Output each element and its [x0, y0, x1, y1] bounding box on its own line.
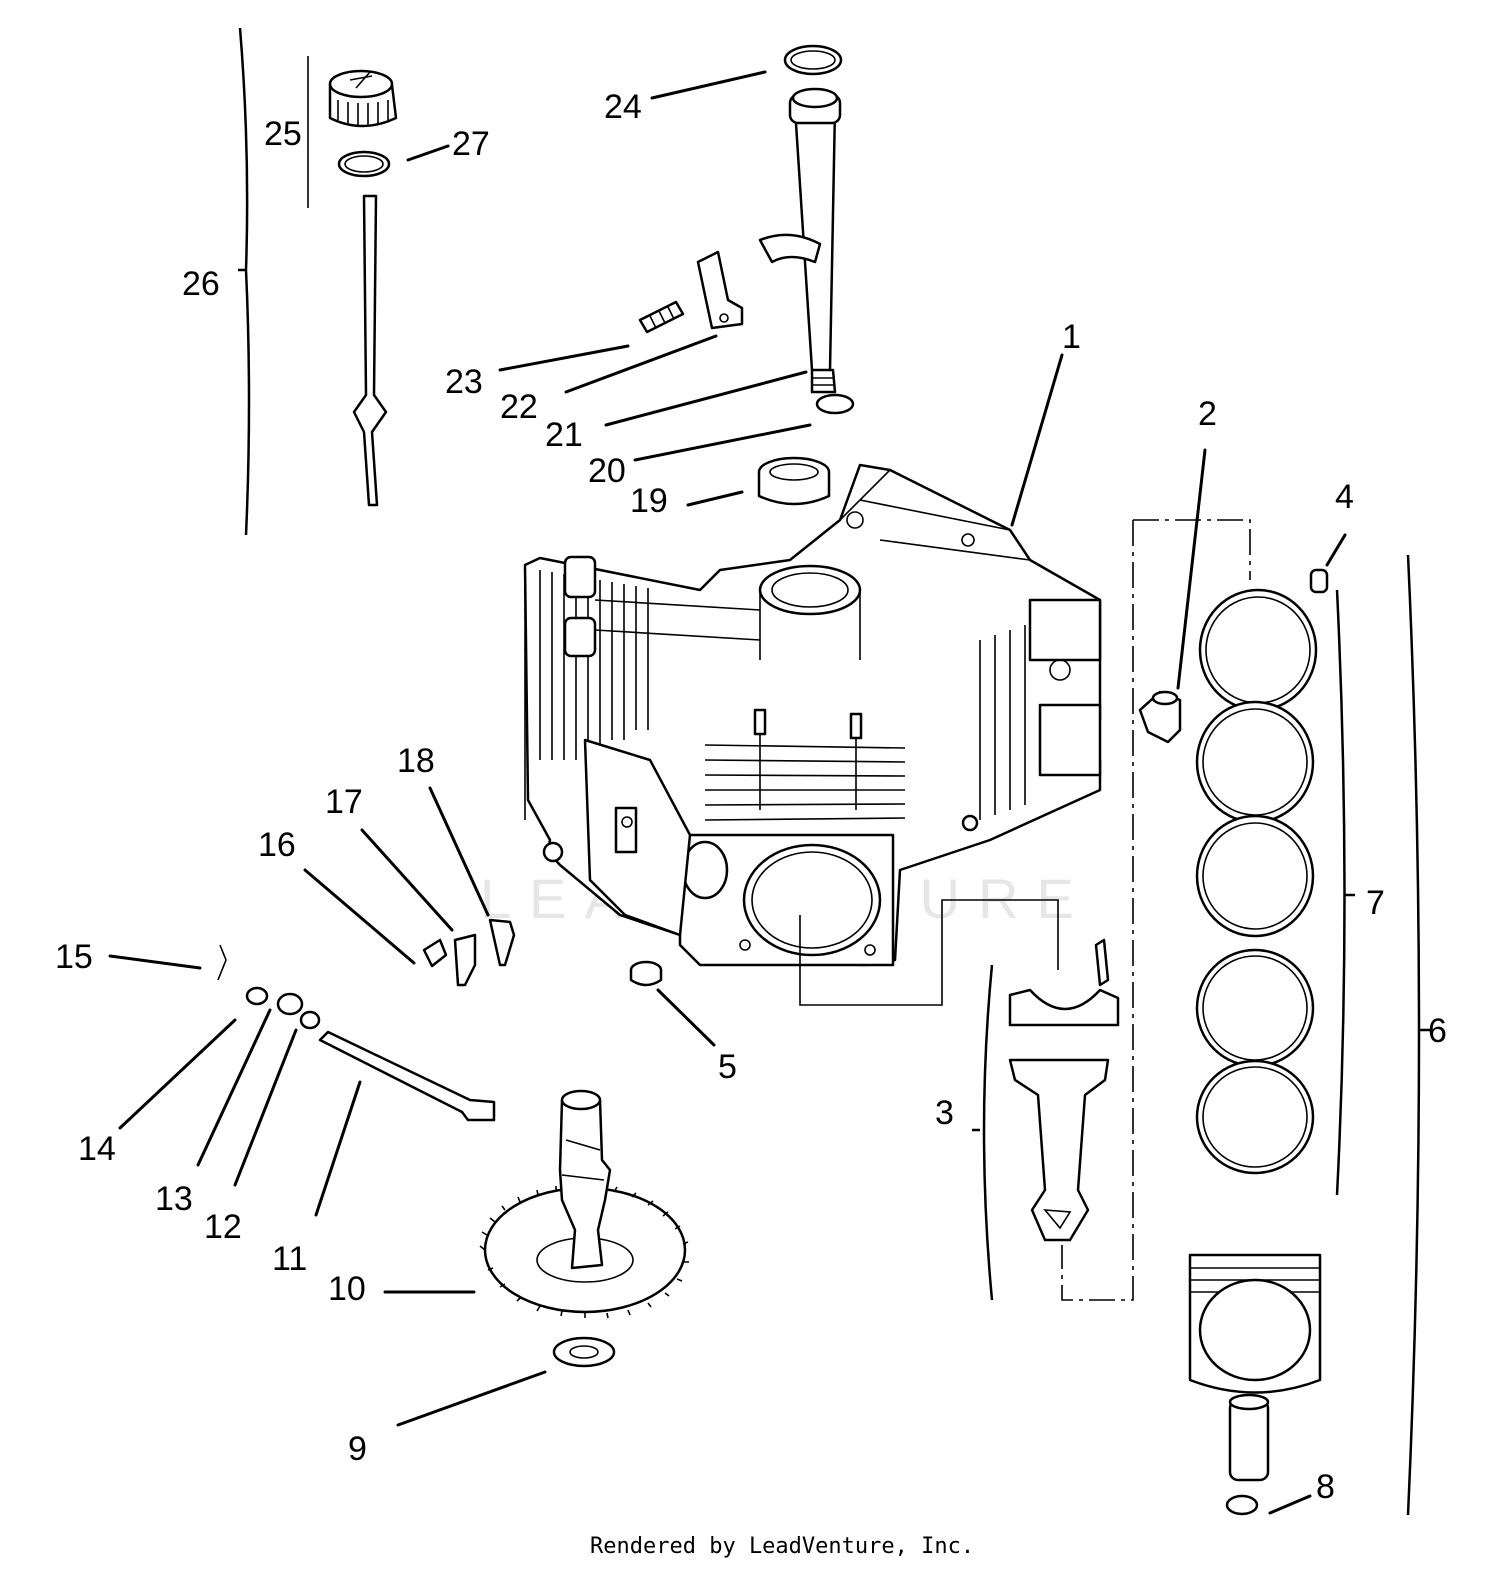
callout-11: 11	[272, 1240, 307, 1278]
callout-24: 24	[604, 88, 642, 126]
crankcase-block	[523, 463, 1102, 967]
breather-tube-assembly	[638, 44, 855, 506]
governor-parts	[217, 918, 516, 1122]
dipstick-assembly	[307, 56, 398, 507]
pin	[1309, 568, 1329, 594]
callout-17: 17	[325, 783, 363, 821]
callout-21: 21	[545, 416, 583, 454]
callout-13: 13	[155, 1180, 193, 1218]
callout-19: 19	[630, 482, 668, 520]
callout-18: 18	[397, 742, 435, 780]
callout-4: 4	[1335, 478, 1354, 516]
callout-5: 5	[718, 1048, 737, 1086]
camshaft-gear	[479, 1089, 689, 1368]
callout-8: 8	[1316, 1468, 1335, 1506]
callout-6: 6	[1428, 1012, 1447, 1050]
callout-27: 27	[452, 125, 490, 163]
connecting-rod	[1008, 938, 1120, 1242]
callout-22: 22	[500, 388, 538, 426]
callout-3: 3	[935, 1094, 954, 1132]
group-braces	[238, 27, 1430, 1516]
callout-23: 23	[445, 363, 483, 401]
callout-labels: 1 2 3 4 5 6 7 8 9 10 11 12 13 14 15 16 1…	[55, 88, 1447, 1506]
callout-14: 14	[78, 1130, 116, 1168]
callout-7: 7	[1366, 884, 1385, 922]
credit-text: Rendered by LeadVenture, Inc.	[590, 1534, 974, 1559]
leader-lines	[108, 70, 1347, 1515]
piston-rings	[1195, 588, 1318, 1175]
callout-2: 2	[1198, 395, 1217, 433]
callout-10: 10	[328, 1270, 366, 1308]
piston	[1188, 1253, 1322, 1516]
callout-9: 9	[348, 1430, 367, 1468]
callout-26: 26	[182, 265, 220, 303]
callout-16: 16	[258, 826, 296, 864]
callout-15: 15	[55, 938, 93, 976]
callout-12: 12	[204, 1208, 242, 1246]
callout-20: 20	[588, 452, 626, 490]
callout-1: 1	[1062, 318, 1081, 356]
callout-25: 25	[264, 115, 302, 153]
